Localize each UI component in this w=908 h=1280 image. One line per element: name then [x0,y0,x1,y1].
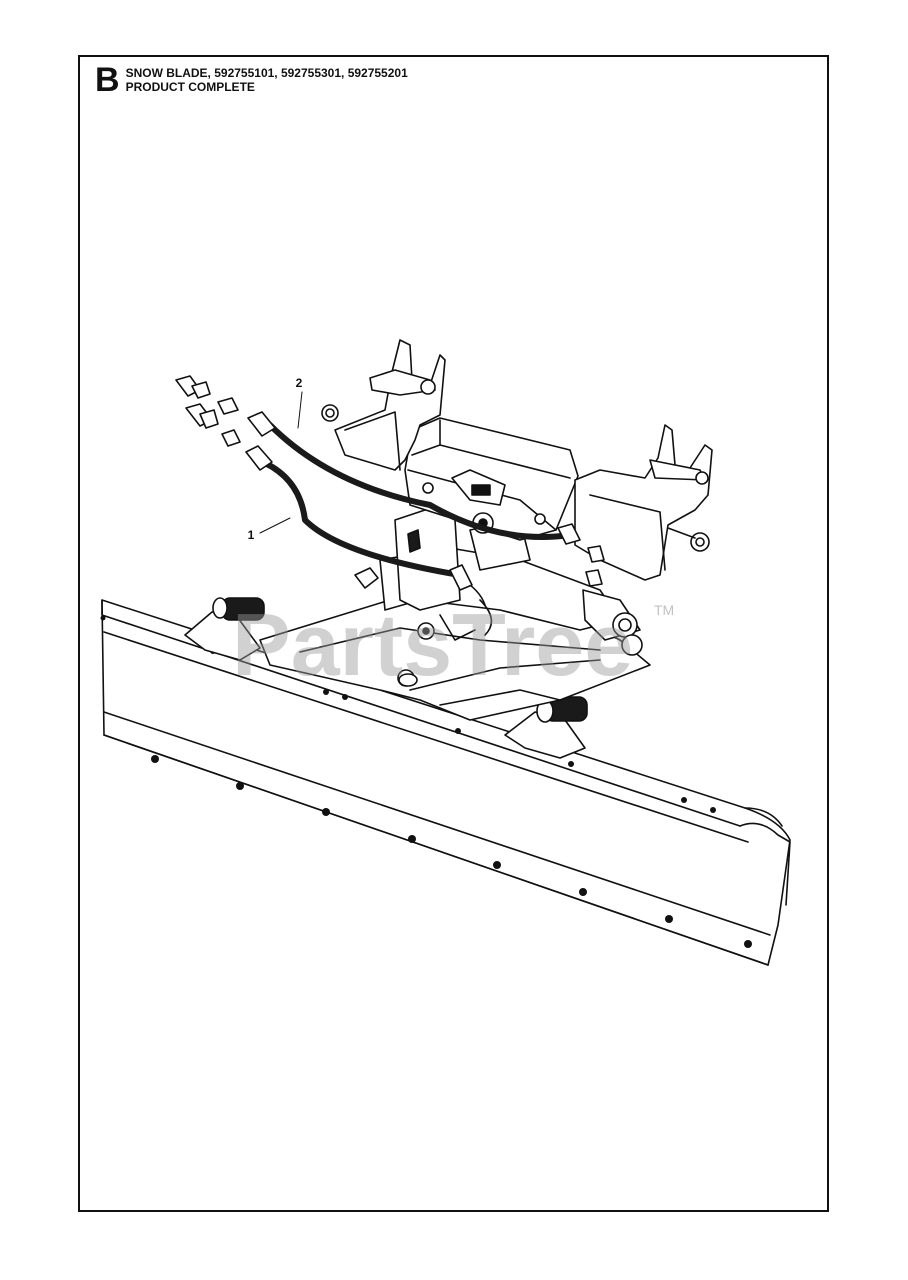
title-line-1: SNOW BLADE, 592755101, 592755301, 592755… [125,66,408,80]
diagram-header: B SNOW BLADE, 592755101, 592755301, 5927… [95,61,408,99]
hose-2 [267,422,573,540]
page-border [78,55,829,1212]
section-letter: B [95,61,120,99]
hardware-small-parts [354,529,421,687]
blade-assembly [100,599,791,966]
diagram-title: SNOW BLADE, 592755101, 592755301, 592755… [126,64,408,94]
callout-1: 1 [248,528,255,542]
callout-2: 2 [296,376,303,390]
winch-housing [404,417,579,541]
left-mount-bracket [321,339,446,471]
title-line-2: PRODUCT COMPLETE [125,80,255,94]
callout-leaders [259,391,303,534]
hose-1 [262,460,463,578]
right-mount-bracket [574,424,713,581]
watermark-tm: TM [654,602,674,618]
right-spring-mount [504,696,588,759]
hose-fittings [175,375,605,591]
partstree-watermark: PartsTree [232,595,633,694]
left-spring-mount [184,597,265,661]
